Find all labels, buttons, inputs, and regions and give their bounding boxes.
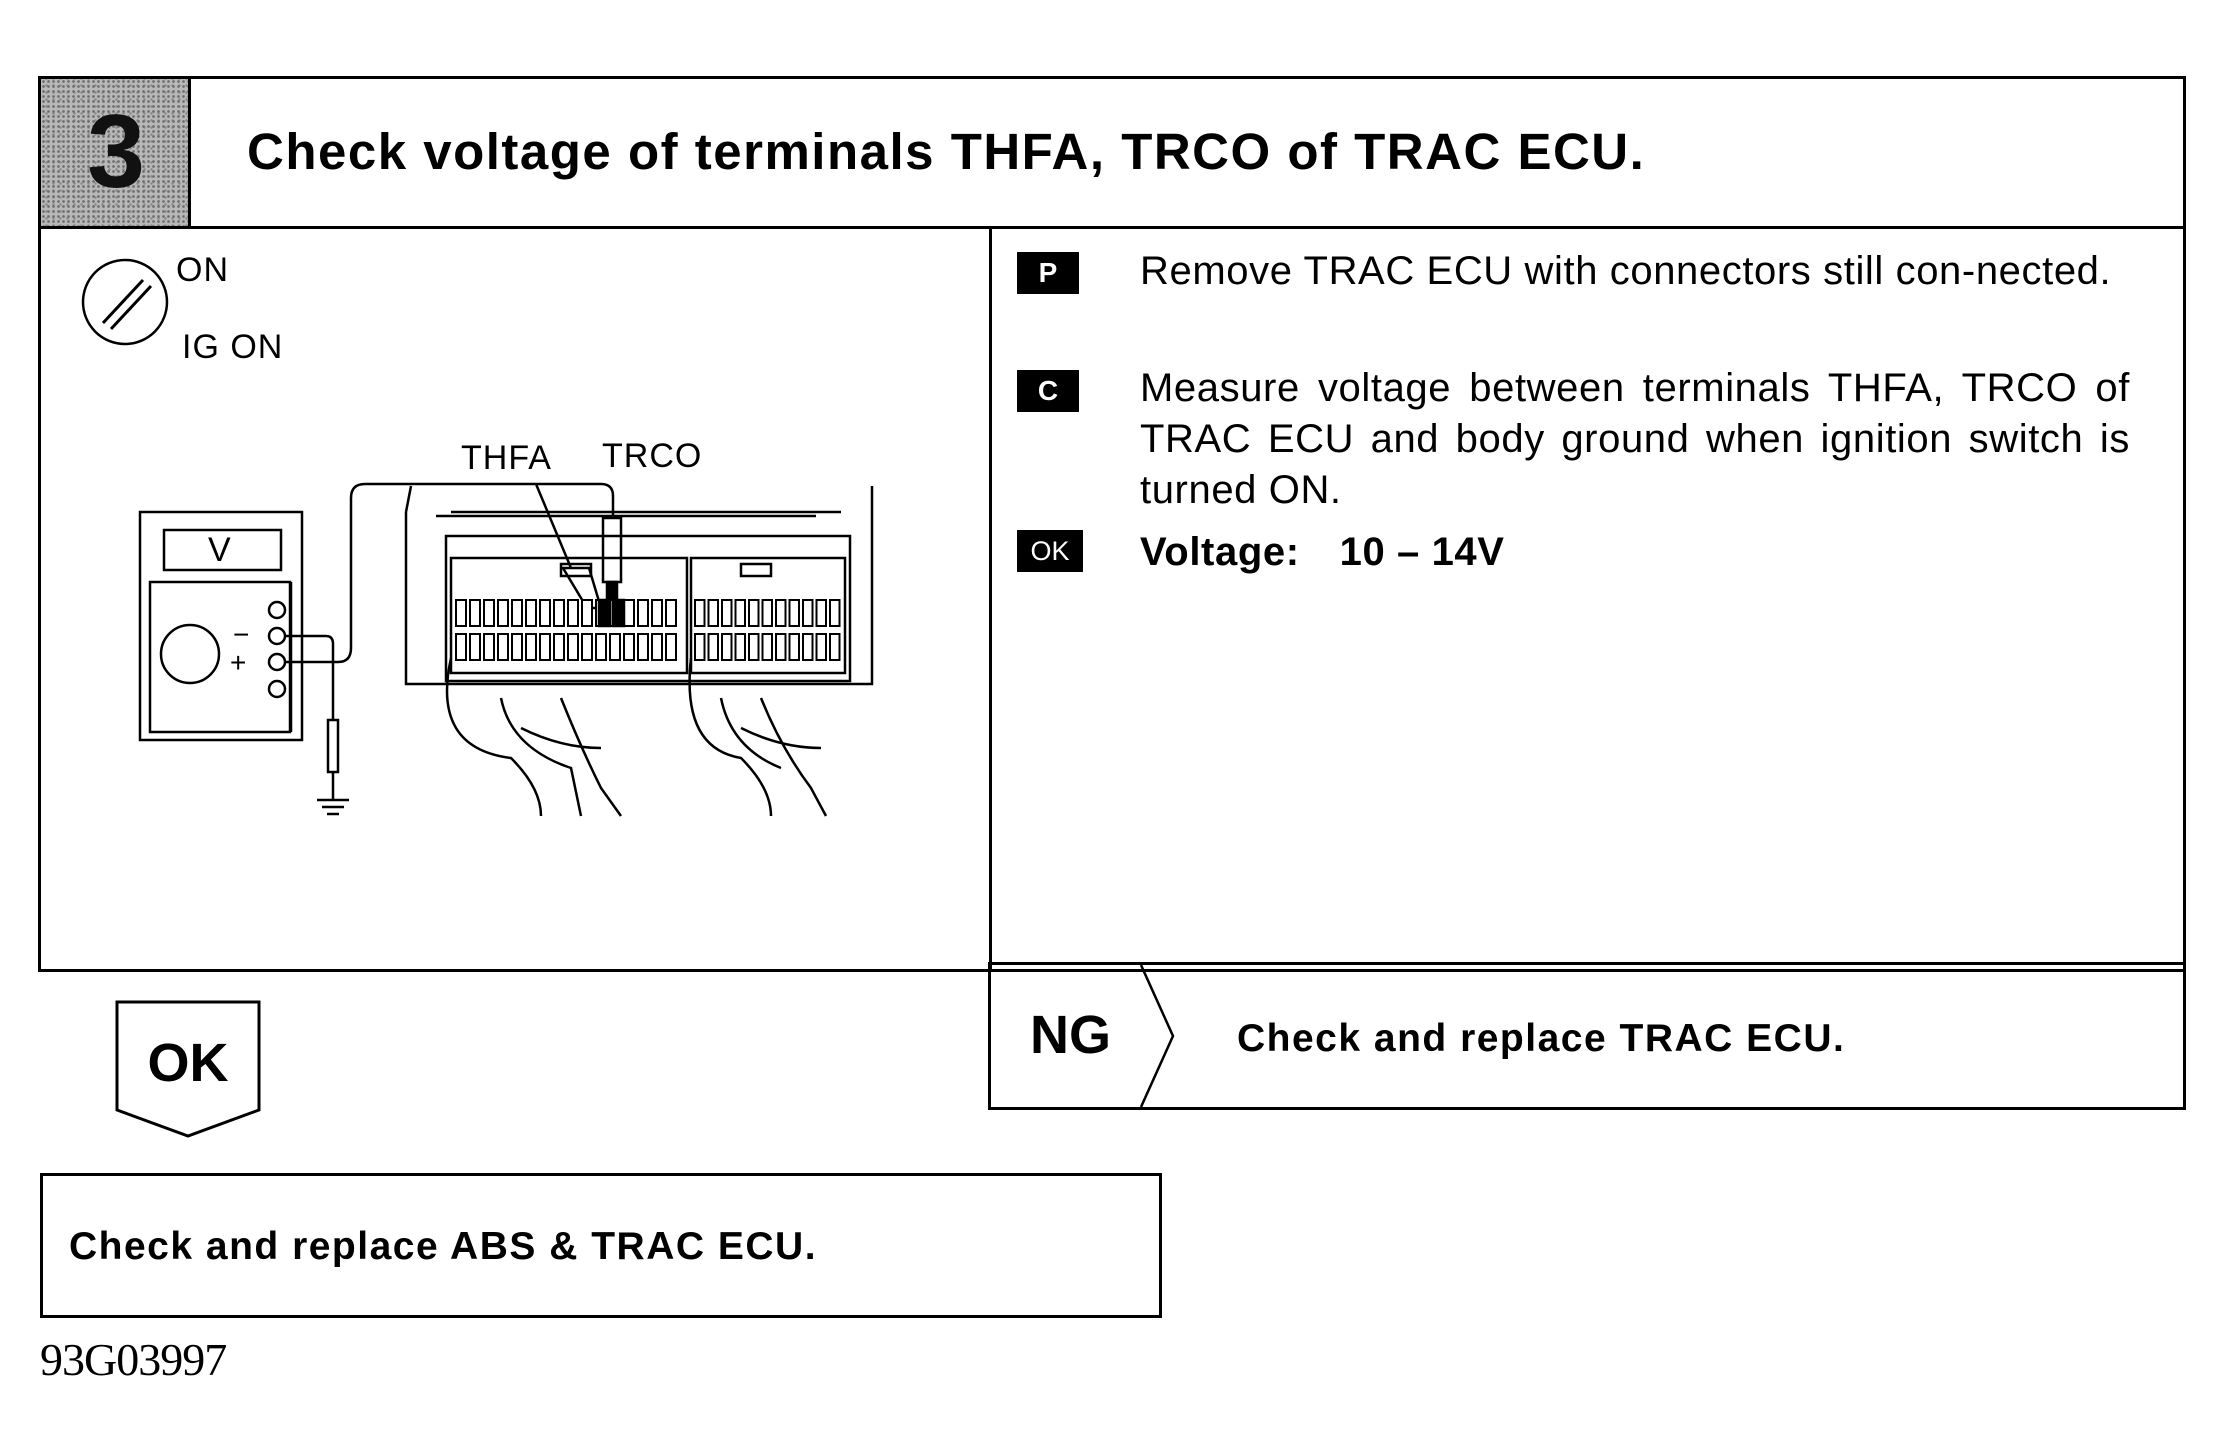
connector-pin [637, 633, 649, 661]
terminal-thfa-label: THFA [461, 439, 552, 477]
connector-pin [553, 633, 565, 661]
connector-pin [707, 633, 719, 661]
connector-pin [721, 633, 733, 661]
connector-pin [637, 599, 649, 627]
wiring-diagram [81, 258, 874, 817]
connector-pin [788, 599, 800, 627]
ok-label: OK [147, 1033, 229, 1093]
ok-result-text: Check and replace ABS & TRAC ECU. [69, 1225, 818, 1268]
ignition-switch-icon [81, 258, 169, 346]
connector-pin [497, 599, 509, 627]
connector-pin [525, 599, 537, 627]
connector-pin [707, 599, 719, 627]
procedure-tag: P [1017, 252, 1079, 294]
connector-pin [651, 599, 663, 627]
connector-pin [469, 599, 481, 627]
voltmeter-icon [138, 510, 304, 742]
connector-pin [829, 633, 841, 661]
connector-pin [567, 599, 579, 627]
step-body [38, 226, 2186, 972]
connector-pin [581, 633, 593, 661]
connector-pin [595, 633, 607, 661]
connector-pin [815, 633, 827, 661]
connector-pin [539, 599, 551, 627]
step-title: Check voltage of terminals THFA, TRCO of… [247, 123, 1646, 180]
ok-arrow-icon [115, 1000, 261, 1138]
connector-pin [694, 633, 706, 661]
connector-pin [802, 599, 814, 627]
ok-spec-label: Voltage: [1140, 530, 1300, 574]
connector-pin [623, 633, 635, 661]
step-number-badge [41, 79, 191, 226]
ok-result-box [40, 1173, 1162, 1318]
trac-ecu-illustration [404, 485, 874, 817]
ignition-mode-label: IG ON [182, 328, 284, 366]
ng-arrow-icon [1139, 965, 1175, 1107]
connector-pin [581, 599, 593, 627]
step-header [38, 76, 2186, 229]
connector-pin [511, 633, 523, 661]
connector-pin [455, 633, 467, 661]
connector-pin [748, 633, 760, 661]
ng-result-text: Check and replace TRAC ECU. [1237, 1017, 1846, 1060]
terminal-trco-label: TRCO [602, 437, 703, 475]
connector-pin [734, 599, 746, 627]
connector-pin [815, 599, 827, 627]
ok-spec-tag: OK [1017, 530, 1083, 572]
connector-pin [623, 599, 635, 627]
ng-result-box [988, 962, 2186, 1110]
ng-label: NG [1030, 1005, 1111, 1065]
connector-pin [761, 599, 773, 627]
connector-pin [469, 633, 481, 661]
connector-pin [829, 599, 841, 627]
connector-pin [734, 633, 746, 661]
connector-pin [553, 599, 565, 627]
ignition-on-label: ON [176, 251, 229, 289]
column-divider [989, 226, 992, 972]
connector-pin [497, 633, 509, 661]
connector-pin [651, 633, 663, 661]
connector-pin [483, 599, 495, 627]
procedure-text: Remove TRAC ECU with connectors still co… [1140, 249, 2112, 293]
ok-spec: Voltage: 10 – 14V [1140, 527, 2130, 578]
connector-pin [483, 633, 495, 661]
connector-pin [694, 599, 706, 627]
connector-pin [665, 633, 677, 661]
connector-pin [665, 599, 677, 627]
connector-pin [775, 599, 787, 627]
connector-pin [539, 633, 551, 661]
probe-leads [285, 482, 623, 816]
voltmeter-plus-label: + [230, 647, 247, 678]
connector-pin [761, 633, 773, 661]
connector-pin [455, 599, 467, 627]
step-number: 3 [87, 94, 145, 210]
connector-pin [788, 633, 800, 661]
connector-pin [748, 599, 760, 627]
ok-spec-value: 10 – 14V [1339, 530, 1505, 574]
connector-pin [802, 633, 814, 661]
check-tag: C [1017, 370, 1079, 412]
connector-pin [511, 599, 523, 627]
check-text: Measure voltage between terminals THFA, … [1140, 366, 2130, 512]
connector-pin [525, 633, 537, 661]
voltmeter-minus-label: − [233, 619, 250, 650]
voltmeter-label: V [208, 531, 231, 569]
connector-pin [721, 599, 733, 627]
connector-pin [567, 633, 579, 661]
connector-pin [775, 633, 787, 661]
document-code: 93G03997 [40, 1334, 227, 1385]
connector-pin [609, 633, 621, 661]
